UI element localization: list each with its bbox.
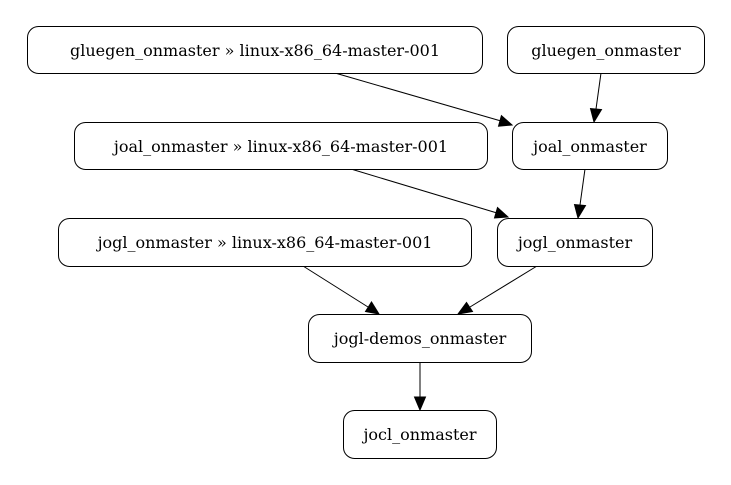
node-box xyxy=(497,218,653,267)
edge-jogl-demos-to-jocl xyxy=(413,362,427,412)
node-label: gluegen_onmaster » linux-x86_64-master-0… xyxy=(70,41,440,60)
edge-gluegen-host-to-joal xyxy=(334,72,514,127)
edge-line xyxy=(302,265,369,308)
node-box xyxy=(343,410,497,459)
arrowhead-icon xyxy=(497,114,514,127)
node-gluegen[interactable]: gluegen_onmaster xyxy=(507,26,705,74)
node-jogl-demos[interactable]: jogl-demos_onmaster xyxy=(308,314,532,363)
node-label: joal_onmaster xyxy=(531,137,647,156)
arrowhead-icon xyxy=(589,107,603,124)
graph-nodes: gluegen_onmaster » linux-x86_64-master-0… xyxy=(27,26,705,459)
edge-line xyxy=(469,265,538,308)
edge-joal-host-to-jogl xyxy=(350,168,510,219)
node-label: jogl_onmaster xyxy=(516,233,633,252)
node-box xyxy=(308,314,532,363)
edge-jogl-host-to-jogl-demos xyxy=(302,265,381,315)
edge-line xyxy=(579,168,586,206)
node-jocl[interactable]: jocl_onmaster xyxy=(343,410,497,459)
node-box xyxy=(27,26,483,74)
node-label: jogl-demos_onmaster xyxy=(332,329,507,348)
edge-joal-to-jogl xyxy=(573,168,587,220)
node-box xyxy=(74,122,488,170)
node-jogl[interactable]: jogl_onmaster xyxy=(497,218,653,267)
node-label: jocl_onmaster xyxy=(361,425,476,444)
arrowhead-icon xyxy=(364,301,381,315)
graph-edges xyxy=(302,72,603,412)
node-jogl-host[interactable]: jogl_onmaster » linux-x86_64-master-001 xyxy=(58,218,472,267)
arrowhead-icon xyxy=(456,301,474,315)
arrowhead-icon xyxy=(493,206,510,219)
node-gluegen-host[interactable]: gluegen_onmaster » linux-x86_64-master-0… xyxy=(27,26,483,74)
node-box xyxy=(58,218,472,267)
edge-line xyxy=(595,72,602,110)
node-joal[interactable]: joal_onmaster xyxy=(512,122,668,170)
edge-gluegen-to-joal xyxy=(589,72,603,124)
node-label: gluegen_onmaster xyxy=(531,41,681,60)
edge-line xyxy=(334,72,502,122)
arrowhead-icon xyxy=(573,203,587,220)
node-box xyxy=(507,26,705,74)
node-label: joal_onmaster » linux-x86_64-master-001 xyxy=(112,137,448,156)
node-joal-host[interactable]: joal_onmaster » linux-x86_64-master-001 xyxy=(74,122,488,170)
node-label: jogl_onmaster » linux-x86_64-master-001 xyxy=(96,233,433,252)
edge-jogl-to-jogl-demos xyxy=(456,265,538,315)
edge-line xyxy=(350,168,498,214)
arrowhead-icon xyxy=(413,396,427,412)
node-box xyxy=(512,122,668,170)
